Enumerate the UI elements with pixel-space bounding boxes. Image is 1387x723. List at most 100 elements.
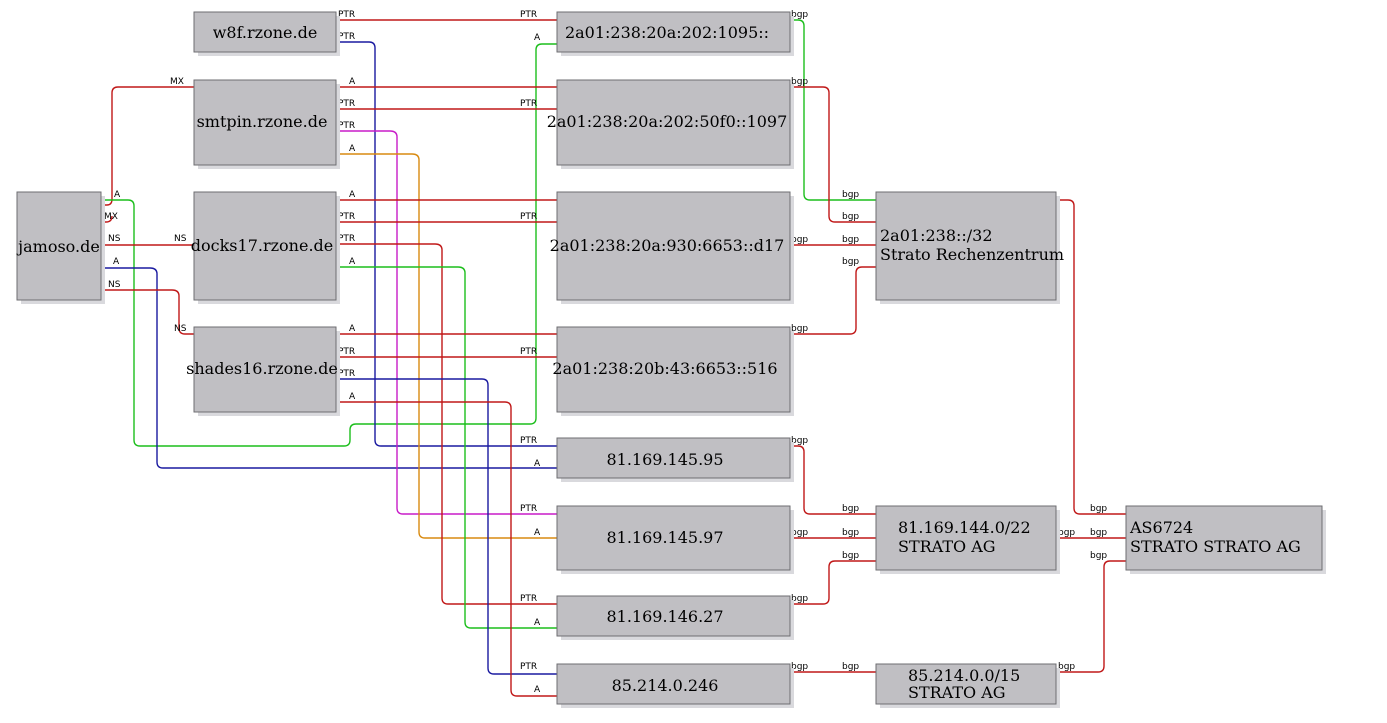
label-mx: MX [104, 212, 118, 222]
node-label: 2a01:238:20a:202:50f0::1097 [547, 112, 788, 131]
label-a: A [349, 324, 356, 334]
label-bgp: bgp [1090, 528, 1107, 538]
label-bgp: bgp [791, 436, 808, 446]
label-ptr: PTR [338, 212, 355, 222]
node-shades16[interactable]: shades16.rzone.de [186, 326, 340, 416]
node-jamoso[interactable]: jamoso.de [16, 191, 105, 304]
label-ptr: PTR [520, 504, 537, 514]
label-a: A [114, 190, 121, 200]
label-a: A [534, 685, 541, 695]
node-smtpin[interactable]: smtpin.rzone.de [193, 79, 340, 169]
label-a: A [534, 528, 541, 538]
edge-jamoso-a-blue [101, 267, 557, 469]
node-label: 2a01:238:20a:202:1095:: [565, 23, 769, 42]
node-net81[interactable]: 81.169.144.0/22 STRATO AG [875, 505, 1060, 574]
node-ip6-516[interactable]: 2a01:238:20b:43:6653::516 [552, 326, 794, 416]
label-a: A [349, 392, 356, 402]
node-label: w8f.rzone.de [213, 23, 318, 42]
node-label: smtpin.rzone.de [197, 112, 328, 131]
label-bgp: bgp [1058, 662, 1075, 672]
node-w8f[interactable]: w8f.rzone.de [193, 11, 340, 56]
node-ip4-246[interactable]: 85.214.0.246 [556, 663, 794, 708]
label-bgp: bgp [842, 662, 859, 672]
label-ptr: PTR [520, 212, 537, 222]
label-a: A [349, 144, 356, 154]
edge-jamoso-ns-shades16 [101, 289, 194, 335]
label-bgp: bgp [842, 528, 859, 538]
label-ns: NS [174, 324, 187, 334]
label-bgp: bgp [791, 77, 808, 87]
edge-net85-as [1056, 560, 1126, 673]
node-label-line1: 81.169.144.0/22 [898, 518, 1031, 537]
nodes: jamoso.de w8f.rzone.de smtpin.rzone.de d… [16, 11, 1326, 708]
edge-smtpin-a-orange [336, 153, 557, 539]
node-label: 81.169.145.95 [606, 450, 723, 469]
label-ns: NS [174, 234, 187, 244]
label-ptr: PTR [520, 99, 537, 109]
edge-net6-as [1056, 199, 1126, 515]
node-label-line1: 2a01:238::/32 [880, 226, 993, 245]
node-label-line2: Strato Rechenzentrum [880, 245, 1064, 264]
label-bgp: bgp [842, 504, 859, 514]
node-label-line2: STRATO AG [908, 683, 1006, 702]
node-label-line1: AS6724 [1129, 518, 1193, 537]
label-a: A [113, 257, 120, 267]
node-ip4-95[interactable]: 81.169.145.95 [556, 437, 794, 482]
node-net6[interactable]: 2a01:238::/32 Strato Rechenzentrum [875, 191, 1064, 304]
node-label: 81.169.146.27 [606, 607, 723, 626]
node-label: 81.169.145.97 [606, 528, 723, 547]
label-a: A [534, 618, 541, 628]
label-ns: NS [108, 280, 121, 290]
label-mx: MX [170, 77, 184, 87]
label-bgp: bgp [842, 235, 859, 245]
label-bgp: bgp [1058, 528, 1075, 538]
label-bgp: bgp [842, 212, 859, 222]
label-a: A [349, 257, 356, 267]
node-ip4-27[interactable]: 81.169.146.27 [556, 595, 794, 640]
label-bgp: bgp [791, 10, 808, 20]
label-a: A [349, 190, 356, 200]
label-ptr: PTR [520, 594, 537, 604]
label-ptr: PTR [338, 234, 355, 244]
node-label: jamoso.de [16, 237, 100, 256]
label-bgp: bgp [1090, 504, 1107, 514]
edge-1097-bgp [790, 86, 876, 223]
label-bgp: bgp [791, 235, 808, 245]
label-a: A [349, 77, 356, 87]
edge-jamoso-mx-smtpin [101, 86, 194, 206]
node-label: 85.214.0.246 [612, 676, 719, 695]
edge-516-bgp [790, 266, 876, 335]
label-a: A [534, 459, 541, 469]
label-bgp: bgp [791, 528, 808, 538]
node-label-line2: STRATO STRATO AG [1130, 537, 1301, 556]
node-label: 2a01:238:20b:43:6653::516 [552, 359, 777, 378]
node-as6724[interactable]: AS6724 STRATO STRATO AG [1125, 505, 1326, 574]
node-ip6-1095[interactable]: 2a01:238:20a:202:1095:: [556, 11, 794, 56]
edge-labels: MX A MX NS NS A NS NS PTR PTR PTR A A PT… [104, 10, 1107, 695]
edge-docks17-ptr2 [336, 243, 557, 605]
label-a: A [534, 33, 541, 43]
label-ptr: PTR [520, 10, 537, 20]
edge-docks17-a-green [336, 266, 557, 629]
node-docks17[interactable]: docks17.rzone.de [191, 191, 340, 304]
label-ptr: PTR [338, 32, 355, 42]
label-bgp: bgp [1090, 551, 1107, 561]
label-bgp: bgp [842, 257, 859, 267]
label-ptr: PTR [338, 369, 355, 379]
node-label: docks17.rzone.de [191, 236, 333, 255]
node-ip4-97[interactable]: 81.169.145.97 [556, 505, 794, 574]
edge-shades16-ptr-blue [336, 378, 557, 675]
edge-95-bgp [790, 445, 876, 515]
label-ns: NS [108, 234, 121, 244]
label-ptr: PTR [338, 347, 355, 357]
node-ip6-d17[interactable]: 2a01:238:20a:930:6653::d17 [550, 191, 794, 304]
node-label: 2a01:238:20a:930:6653::d17 [550, 236, 785, 255]
label-bgp: bgp [791, 324, 808, 334]
node-net85[interactable]: 85.214.0.0/15 STRATO AG [875, 663, 1060, 708]
edge-shades16-a2 [336, 401, 557, 697]
edge-jamoso-mx2 [101, 215, 113, 223]
edge-27-bgp [790, 560, 876, 605]
label-bgp: bgp [791, 662, 808, 672]
node-ip6-1097[interactable]: 2a01:238:20a:202:50f0::1097 [547, 79, 794, 169]
